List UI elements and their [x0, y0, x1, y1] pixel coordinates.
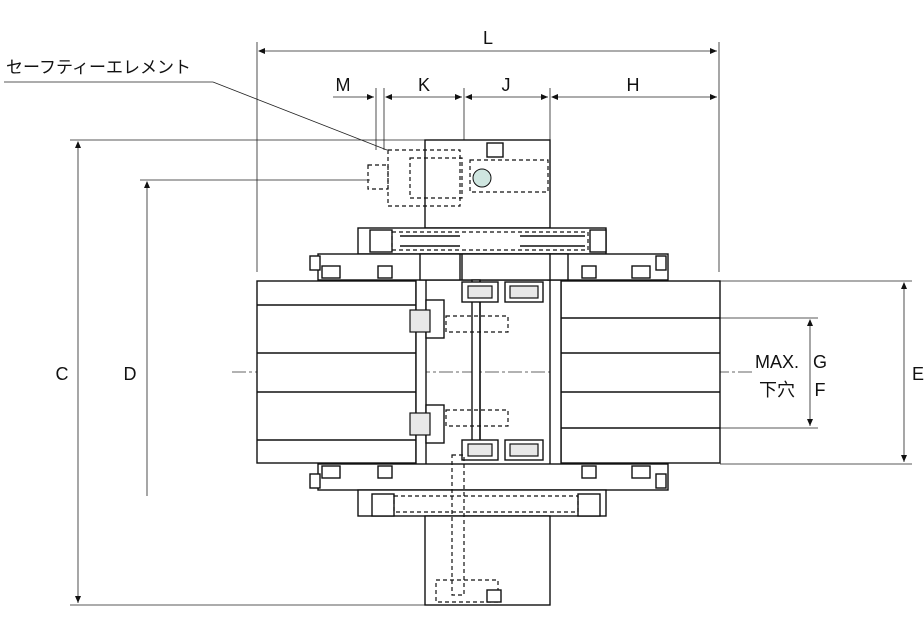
dim-label-d: D	[124, 364, 137, 384]
left-hub	[256, 269, 445, 475]
safety-element-label: セーフティーエレメント	[6, 58, 191, 78]
right-hub	[549, 269, 721, 475]
dim-label-g: G	[813, 352, 827, 372]
bore-label-max: MAX.	[755, 352, 799, 372]
dim-label-c: C	[56, 364, 69, 384]
center-spacer	[445, 253, 551, 461]
dimension-g: G F MAX. 下穴	[720, 317, 827, 429]
dim-label-l: L	[483, 28, 493, 48]
dimension-mkjh: M K J H	[333, 75, 717, 150]
dimension-c: C	[56, 139, 425, 606]
lower-flange	[309, 454, 669, 606]
bore-label-pilot: 下穴	[759, 380, 795, 400]
dim-label-f: F	[815, 380, 826, 400]
dimension-e: E	[720, 280, 924, 465]
dimension-l: L	[256, 28, 720, 272]
dim-label-m: M	[336, 75, 351, 95]
safety-element-callout: セーフティーエレメント	[4, 58, 388, 151]
dim-label-j: J	[502, 75, 511, 95]
dim-label-e: E	[912, 364, 924, 384]
dimension-d: D	[124, 179, 370, 496]
dim-label-k: K	[418, 75, 430, 95]
dim-label-h: H	[627, 75, 640, 95]
upper-flange	[309, 139, 669, 281]
